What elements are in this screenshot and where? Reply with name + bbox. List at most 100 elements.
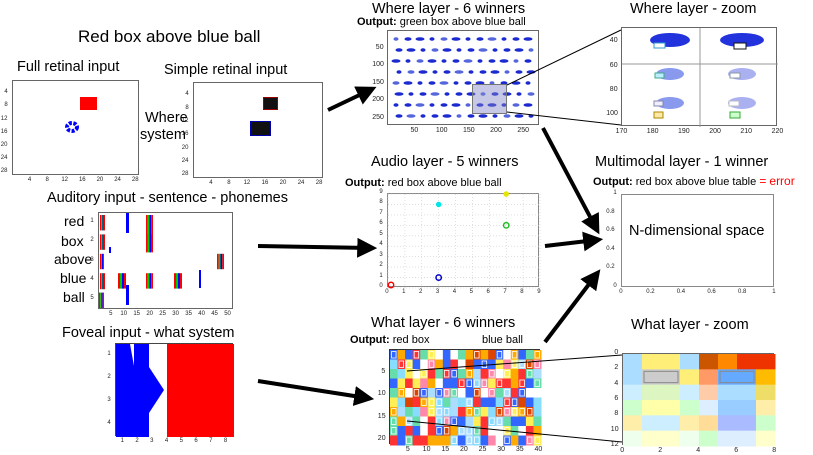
heat-cell <box>699 384 719 401</box>
heat-cell <box>737 415 757 432</box>
phoneme-bar <box>149 215 152 251</box>
phoneme-bar <box>103 234 105 250</box>
x-tick-label: 250 <box>517 127 529 134</box>
y-tick-label: 40 <box>609 37 618 45</box>
unit-blob <box>476 37 484 41</box>
unit-blob <box>429 103 435 107</box>
what-heatmap <box>390 350 542 446</box>
y-tick-label: 20 <box>377 435 386 443</box>
audio-layer-title: Audio layer - 5 winners <box>371 154 519 170</box>
foveal-plot <box>115 343 234 437</box>
y-tick-label: 8 <box>4 102 8 109</box>
simple-retinal-title: Simple retinal input <box>164 62 288 78</box>
unit-blob <box>415 37 425 41</box>
phoneme-bar <box>100 292 102 308</box>
heat-cell <box>623 430 643 447</box>
output-label: Output: <box>357 16 397 28</box>
phoneme-bar <box>102 215 104 231</box>
heat-cell <box>427 378 436 389</box>
heat-cell <box>450 350 459 360</box>
heat-cell <box>737 400 757 416</box>
output-label: Output: <box>593 176 633 188</box>
heat-cell <box>518 397 527 408</box>
heat-cell <box>503 378 512 389</box>
unit-blob <box>440 103 448 107</box>
unit-blob <box>395 48 403 52</box>
heat-cell <box>488 388 497 398</box>
heat-cell <box>680 430 700 447</box>
heat-cell <box>427 397 436 408</box>
heat-cell <box>473 378 482 389</box>
what-output: Output: red box <box>350 334 429 346</box>
unit-blob <box>404 103 412 107</box>
heat-cell <box>756 415 776 432</box>
x-tick-label: 12 <box>243 180 251 186</box>
unit-blob <box>526 70 536 74</box>
heat-cell <box>518 350 527 360</box>
heat-cell <box>435 388 444 398</box>
heat-cell <box>518 369 527 379</box>
phoneme-bar <box>174 273 176 289</box>
phoneme-bar <box>218 253 221 270</box>
heat-cell <box>699 400 719 416</box>
y-tick-label: 8 <box>185 104 189 111</box>
equals-sign: = <box>759 174 767 188</box>
x-tick-label: 180 <box>646 128 659 135</box>
output-label: Output: <box>350 334 390 346</box>
x-tick-label: 0.6 <box>707 289 716 295</box>
unit-blob <box>514 48 524 52</box>
heat-cell <box>420 426 429 436</box>
heat-cell <box>412 416 421 427</box>
x-tick-label: 20 <box>146 311 153 317</box>
heat-cell <box>718 415 738 432</box>
multimodal-title: Multimodal layer - 1 winner <box>595 154 769 170</box>
x-tick-label: 4 <box>696 447 701 454</box>
heat-cell <box>699 354 719 370</box>
y-tick-label: 15 <box>377 412 386 420</box>
heat-cell <box>412 378 421 389</box>
main-title: Red box above blue ball <box>78 27 261 46</box>
heat-cell <box>480 435 489 446</box>
phoneme-bar <box>101 234 103 250</box>
heat-cell <box>442 369 451 379</box>
heat-cell <box>525 388 534 398</box>
y-tick-label: 0 <box>613 283 617 289</box>
x-tick-label: 0 <box>620 447 625 454</box>
unit-blob <box>420 48 426 52</box>
heat-cell <box>480 407 489 417</box>
unit-blob <box>514 114 524 118</box>
unit-blob <box>502 92 512 96</box>
heat-cell <box>623 415 643 432</box>
phoneme-bar <box>103 215 105 231</box>
heat-cell <box>718 384 738 401</box>
output-text: red box above blue table <box>635 176 757 188</box>
heat-cell <box>756 384 776 401</box>
heat-cell <box>495 426 504 436</box>
x-tick-label: 4 <box>452 289 457 295</box>
heat-cell <box>533 416 542 427</box>
heat-cell <box>450 369 459 379</box>
x-tick-label: 2 <box>658 447 663 454</box>
heat-cell <box>465 350 474 360</box>
heat-cell <box>412 369 421 379</box>
audio-output: Output: red box above blue ball <box>345 177 502 189</box>
unit-blob <box>431 114 439 118</box>
unit-blob <box>439 81 449 85</box>
phoneme-bar <box>102 273 104 290</box>
heat-cell <box>623 400 643 416</box>
heat-cell <box>435 350 444 360</box>
unit-blob <box>511 81 521 85</box>
heat-cell <box>623 384 643 401</box>
unit-blob <box>527 92 535 96</box>
y-tick-label: 0.4 <box>606 245 615 252</box>
unit-blob <box>468 70 474 74</box>
heat-cell <box>718 354 738 370</box>
heat-cell <box>465 388 474 398</box>
x-tick-label: 190 <box>678 128 690 135</box>
unit-blob <box>396 70 402 74</box>
y-tick-label: 10 <box>610 425 619 433</box>
heat-cell <box>661 384 681 401</box>
unit-blob <box>504 70 510 74</box>
heat-cell <box>435 397 444 408</box>
heat-cell <box>412 426 421 436</box>
